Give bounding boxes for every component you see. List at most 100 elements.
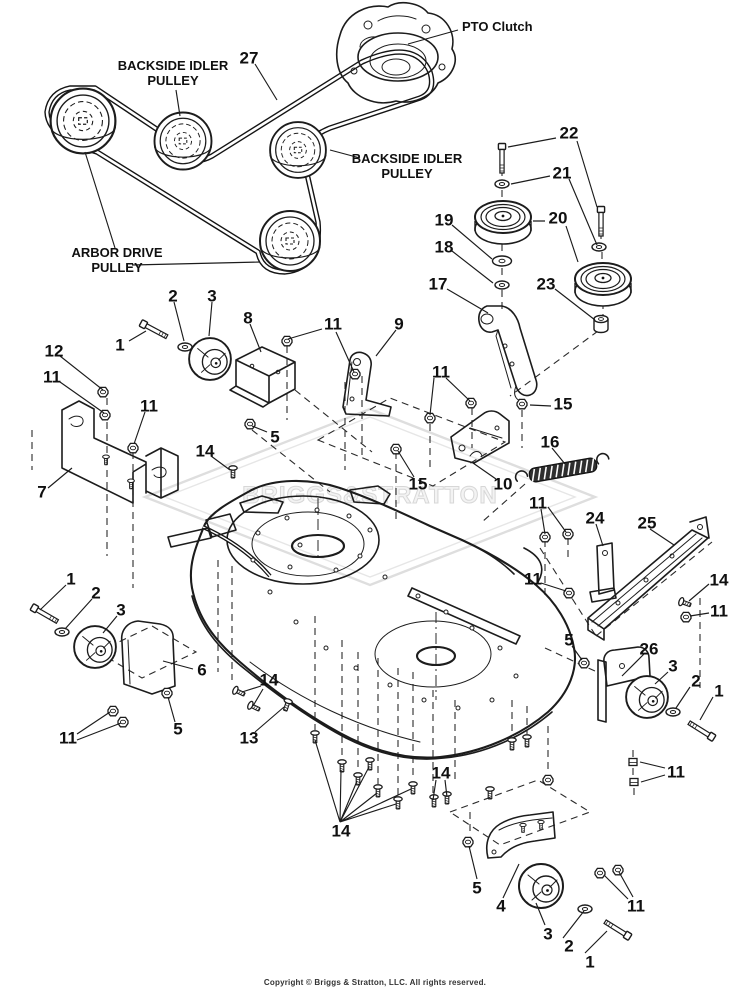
callout-14: 14	[332, 822, 351, 841]
label-backside-idler-upper-2: PULLEY	[147, 73, 199, 88]
gauge-wheel-left	[73, 625, 117, 669]
callout-9: 9	[394, 315, 403, 334]
callout-24: 24	[586, 509, 605, 528]
copyright-text: Copyright © Briggs & Stratton, LLC. All …	[264, 978, 486, 987]
idler-pulley-right	[574, 262, 632, 307]
extension-spring	[514, 452, 610, 483]
spacer-nut-23	[593, 314, 609, 334]
callout-13: 13	[240, 729, 259, 748]
label-pto-clutch: PTO Clutch	[462, 19, 533, 34]
part-name-labels: PTO Clutch BACKSIDE IDLER PULLEY BACKSID…	[71, 19, 532, 275]
bracket-10	[450, 410, 510, 464]
callout-2: 2	[691, 672, 700, 691]
bracket-26	[597, 646, 651, 723]
idler-washer-right	[591, 242, 607, 252]
callout-11: 11	[432, 363, 450, 382]
callout-14: 14	[710, 571, 729, 590]
callout-11: 11	[140, 397, 158, 416]
idler-arm	[478, 305, 538, 402]
callout-16: 16	[541, 433, 560, 452]
label-backside-idler-upper-1: BACKSIDE IDLER	[118, 58, 229, 73]
callout-5: 5	[472, 879, 481, 898]
label-arbor-drive-1: ARBOR DRIVE	[71, 245, 162, 260]
callout-3: 3	[207, 287, 216, 306]
callout-1: 1	[115, 336, 124, 355]
label-backside-idler-right-1: BACKSIDE IDLER	[352, 151, 463, 166]
callout-26: 26	[640, 640, 659, 659]
callout-3: 3	[543, 925, 552, 944]
callout-5: 5	[173, 720, 182, 739]
idler-washer-left	[494, 179, 510, 189]
callout-1: 1	[585, 953, 594, 972]
callout-6: 6	[197, 661, 206, 680]
callout-11: 11	[529, 494, 547, 513]
watermark-text: BRIGGS&STRATTON	[242, 482, 497, 509]
callout-11: 11	[324, 315, 342, 334]
callout-20: 20	[549, 209, 568, 228]
callout-15: 15	[409, 475, 428, 494]
label-backside-idler-right-2: PULLEY	[381, 166, 433, 181]
idler-bolt-left	[497, 142, 507, 174]
briggs-stratton-watermark: BRIGGS&STRATTON	[141, 407, 599, 587]
callout-1: 1	[714, 682, 723, 701]
pto-clutch	[335, 1, 456, 104]
idler-bolt-right	[596, 205, 606, 237]
gauge-wheel-right	[625, 675, 669, 719]
bracket-9	[342, 351, 392, 417]
callout-11: 11	[43, 368, 61, 387]
gauge-wheel-top	[188, 337, 232, 381]
assembly-dashed-lines	[31, 158, 713, 846]
callout-3: 3	[668, 657, 677, 676]
callout-11: 11	[710, 602, 728, 621]
callout-8: 8	[243, 309, 252, 328]
callout-7: 7	[37, 483, 46, 502]
washers	[54, 342, 681, 914]
callout-18: 18	[435, 238, 454, 257]
callout-25: 25	[638, 514, 657, 533]
arbor-drive-pulley-bottom	[259, 210, 321, 272]
spacer-washer-18	[494, 280, 510, 290]
callout-15: 15	[554, 395, 573, 414]
callout-4: 4	[496, 897, 506, 916]
callout-27: 27	[240, 49, 259, 68]
bracket-8	[229, 346, 296, 408]
callout-2: 2	[168, 287, 177, 306]
callout-12: 12	[45, 342, 64, 361]
mower-deck	[167, 479, 576, 760]
gauge-wheel-bottom	[518, 863, 564, 909]
callout-5: 5	[564, 631, 573, 650]
backside-idler-pulley-right	[269, 121, 327, 179]
idler-pulley-left	[474, 200, 532, 245]
rail-25	[587, 516, 710, 641]
bracket-24	[589, 542, 617, 603]
callout-14: 14	[432, 764, 451, 783]
drive-belt-assembly	[44, 1, 456, 275]
backside-idler-pulley-upper	[153, 111, 213, 171]
callout-23: 23	[537, 275, 556, 294]
callout-21: 21	[553, 164, 572, 183]
callout-22: 22	[560, 124, 579, 143]
callout-2: 2	[564, 937, 573, 956]
gauge-wheels	[73, 337, 669, 909]
callout-3: 3	[116, 601, 125, 620]
bracket-7	[61, 400, 179, 504]
deck-screws	[228, 465, 693, 810]
callout-14: 14	[196, 442, 215, 461]
callout-11: 11	[627, 897, 645, 916]
callout-2: 2	[91, 584, 100, 603]
callout-14: 14	[260, 671, 279, 690]
callout-11: 11	[59, 729, 77, 748]
callout-11: 11	[524, 570, 542, 589]
bracket-4	[485, 811, 556, 859]
bracket-6	[120, 620, 176, 695]
callout-19: 19	[435, 211, 454, 230]
callout-10: 10	[494, 475, 513, 494]
spacer-washer-19	[491, 255, 513, 267]
callout-5: 5	[270, 428, 279, 447]
bolts	[29, 318, 717, 942]
label-arbor-drive-2: PULLEY	[91, 260, 143, 275]
leader-lines	[39, 29, 714, 954]
